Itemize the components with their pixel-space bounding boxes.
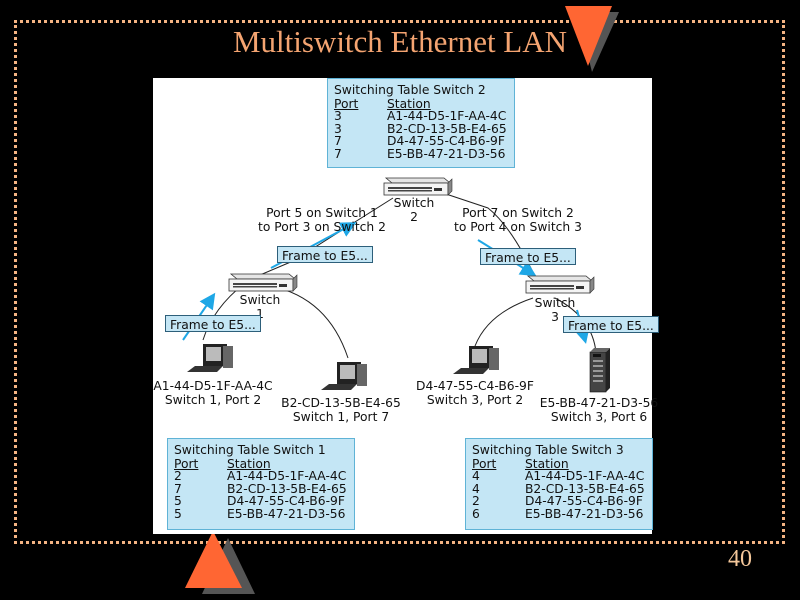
host-mac: E5-BB-47-21-D3-56 [539,396,659,410]
host-label-d4: D4-47-55-C4-B6-9F Switch 3, Port 2 [413,379,537,407]
switching-table-3: Switching Table Switch 3 Port Station 4 A… [465,438,653,530]
station-cell: A1-44-D5-1F-AA-4C [387,109,507,124]
port-cell: 7 [334,134,342,149]
frame-label-a1-s1: Frame to E5... [165,315,261,332]
computer-icon-a1 [187,344,233,372]
switching-table-2: Switching Table Switch 2 Port Station 3 A… [327,78,515,168]
port-cell: 4 [472,469,480,484]
link-label-line1: Port 5 on Switch 1 [266,206,378,220]
col-port: Port [174,456,199,471]
table-row: 3 B2-CD-13-5B-E4-65 [334,123,508,136]
computer-icon-b2 [321,362,367,390]
computer-icon-d4 [453,346,499,374]
table-row: 4 B2-CD-13-5B-E4-65 [472,483,646,496]
host-location: Switch 3, Port 6 [550,409,648,424]
slide-border [14,20,785,544]
host-location: Switch 1, Port 7 [292,409,390,424]
port-cell: 2 [472,494,480,509]
host-label-a1: A1-44-D5-1F-AA-4C Switch 1, Port 2 [151,379,275,407]
switch-3-label: Switch 3 [532,296,578,324]
port-cell: 7 [174,481,182,496]
switch-1-icon [228,273,298,292]
table-row: 5 D4-47-55-C4-B6-9F [174,495,348,508]
table-header: Port Station [334,96,508,111]
table-row: 5 E5-BB-47-21-D3-56 [174,508,348,521]
switch-1-label: Switch 1 [237,293,283,321]
station-cell: E5-BB-47-21-D3-56 [387,146,506,161]
frame-label-s1-s2: Frame to E5... [277,246,373,263]
table-row: 2 A1-44-D5-1F-AA-4C [174,470,348,483]
table-row: 2 D4-47-55-C4-B6-9F [472,495,646,508]
col-port: Port [334,96,359,111]
col-station: Station [525,456,569,471]
host-location: Switch 1, Port 2 [164,392,262,407]
station-cell: B2-CD-13-5B-E4-65 [227,481,347,496]
station-cell: D4-47-55-C4-B6-9F [227,494,345,509]
table-row: 4 A1-44-D5-1F-AA-4C [472,470,646,483]
table-row: 7 E5-BB-47-21-D3-56 [334,148,508,161]
port-cell: 6 [472,506,480,521]
frame-label-s2-s3: Frame to E5... [480,248,576,265]
port-cell: 3 [334,109,342,124]
port-cell: 5 [174,494,182,509]
host-location: Switch 3, Port 2 [426,392,524,407]
station-cell: A1-44-D5-1F-AA-4C [227,469,347,484]
port-cell: 7 [334,146,342,161]
col-port: Port [472,456,497,471]
table-row: 7 B2-CD-13-5B-E4-65 [174,483,348,496]
table-title: Switching Table Switch 2 [334,83,486,97]
station-cell: A1-44-D5-1F-AA-4C [525,469,645,484]
switch-label-line1: Switch [393,196,435,210]
port-cell: 4 [472,481,480,496]
switch-label-line2: 2 [410,209,418,224]
slide-title: Multiswitch Ethernet LAN [232,24,568,59]
server-icon-e5 [589,348,610,393]
link-label-s2-s3: Port 7 on Switch 2 to Port 4 on Switch 3 [453,206,583,234]
link-s3-d4 [474,297,534,347]
host-mac: D4-47-55-C4-B6-9F [416,379,534,393]
page-number: 40 [728,546,752,572]
switch-label-line1: Switch [239,293,281,307]
switch-2-label: Switch 2 [391,196,437,224]
link-label-s1-s2: Port 5 on Switch 1 to Port 3 on Switch 2 [257,206,387,234]
port-cell: 5 [174,506,182,521]
host-mac: A1-44-D5-1F-AA-4C [153,379,273,393]
link-label-line2: to Port 3 on Switch 2 [258,219,386,234]
station-cell: B2-CD-13-5B-E4-65 [387,121,507,136]
switch-2-icon [383,177,453,196]
table-header: Port Station [472,456,646,471]
station-cell: E5-BB-47-21-D3-56 [227,506,346,521]
bottom-triangle-shadow [202,538,255,594]
host-mac: B2-CD-13-5B-E4-65 [281,396,401,410]
switch-label-line2: 3 [551,309,559,324]
station-cell: E5-BB-47-21-D3-56 [525,506,644,521]
host-label-b2: B2-CD-13-5B-E4-65 Switch 1, Port 7 [279,396,403,424]
col-station: Station [387,96,431,111]
link-label-line2: to Port 4 on Switch 3 [454,219,582,234]
switch-3-icon [525,275,595,294]
table-title: Switching Table Switch 3 [472,443,624,457]
station-cell: D4-47-55-C4-B6-9F [525,494,643,509]
table-header: Port Station [174,456,348,471]
table-title: Switching Table Switch 1 [174,443,326,457]
switching-table-1: Switching Table Switch 1 Port Station 2 A… [167,438,355,530]
table-row: 3 A1-44-D5-1F-AA-4C [334,110,508,123]
link-label-line1: Port 7 on Switch 2 [462,206,574,220]
switch-label-line1: Switch [534,296,576,310]
table-row: 7 D4-47-55-C4-B6-9F [334,135,508,148]
frame-label-s3-e5: Frame to E5... [563,316,659,333]
station-cell: B2-CD-13-5B-E4-65 [525,481,645,496]
station-cell: D4-47-55-C4-B6-9F [387,134,505,149]
host-label-e5: E5-BB-47-21-D3-56 Switch 3, Port 6 [537,396,661,424]
switch-label-line2: 1 [256,306,264,321]
col-station: Station [227,456,271,471]
port-cell: 2 [174,469,182,484]
table-row: 6 E5-BB-47-21-D3-56 [472,508,646,521]
port-cell: 3 [334,121,342,136]
